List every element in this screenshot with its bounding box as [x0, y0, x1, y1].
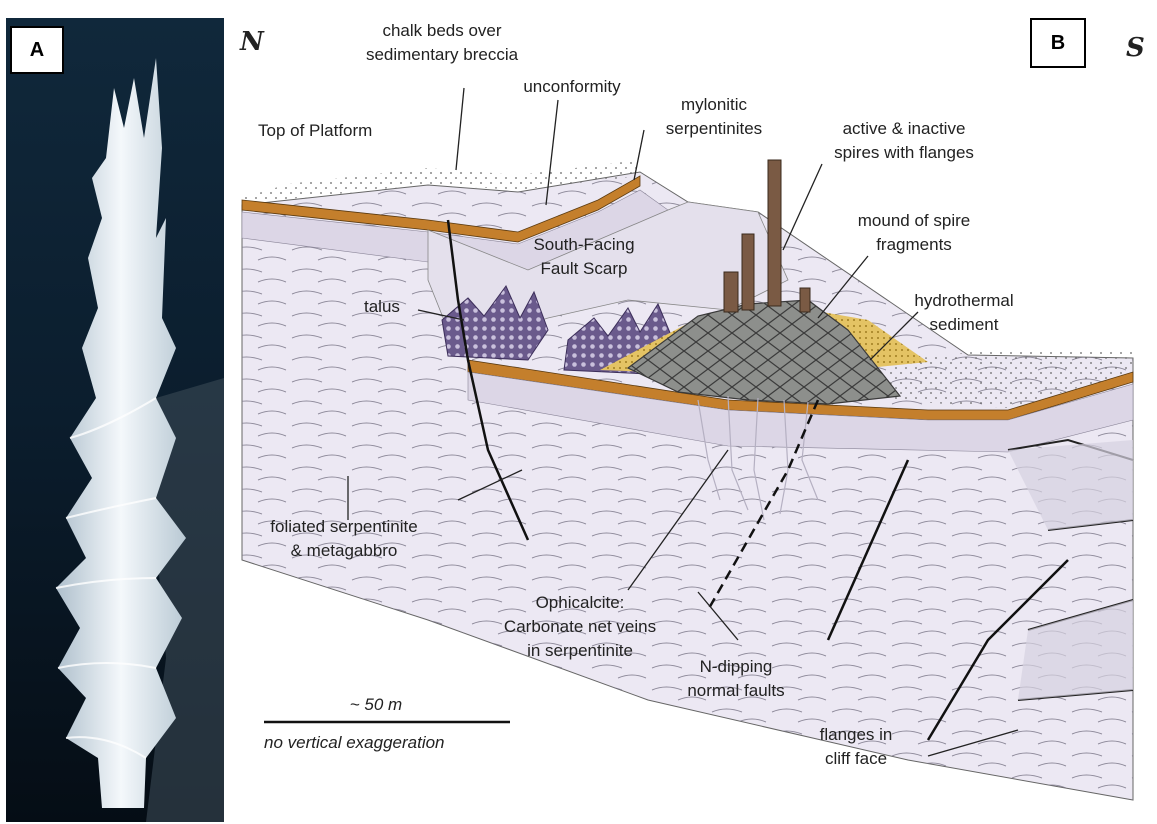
svg-text:foliated serpentinite: foliated serpentinite: [270, 517, 417, 536]
svg-text:& metagabbro: & metagabbro: [291, 541, 398, 560]
spire-3: [768, 160, 781, 306]
svg-text:Fault Scarp: Fault Scarp: [541, 259, 628, 278]
svg-text:sedimentary breccia: sedimentary breccia: [366, 45, 519, 64]
label-hydrothermal: hydrothermal sediment: [914, 291, 1013, 334]
label-mylonitic: mylonitic serpentinites: [666, 95, 762, 138]
svg-text:fragments: fragments: [876, 235, 952, 254]
svg-text:sediment: sediment: [930, 315, 999, 334]
svg-text:active & inactive: active & inactive: [843, 119, 966, 138]
spire-4: [800, 288, 810, 312]
panel-label-a: A: [10, 26, 64, 74]
spire-1: [724, 272, 738, 312]
svg-text:N-dipping: N-dipping: [700, 657, 773, 676]
label-talus: talus: [364, 297, 400, 316]
label-chalk: chalk beds over sedimentary breccia: [366, 21, 519, 64]
north-label: N: [239, 27, 265, 57]
label-spires: active & inactive spires with flanges: [834, 119, 974, 162]
label-top-of-platform: Top of Platform: [258, 121, 372, 140]
svg-text:Ophicalcite:: Ophicalcite:: [536, 593, 625, 612]
svg-text:spires with flanges: spires with flanges: [834, 143, 974, 162]
svg-text:flanges in: flanges in: [820, 725, 893, 744]
label-mound: mound of spire fragments: [858, 211, 970, 254]
svg-text:South-Facing: South-Facing: [533, 235, 634, 254]
svg-text:in serpentinite: in serpentinite: [527, 641, 633, 660]
spire-2: [742, 234, 754, 310]
label-unconformity: unconformity: [523, 77, 621, 96]
scale-note: no vertical exaggeration: [264, 733, 445, 752]
svg-text:chalk beds over: chalk beds over: [382, 21, 501, 40]
south-label: S: [1126, 33, 1145, 63]
svg-text:normal faults: normal faults: [687, 681, 784, 700]
svg-text:mound of spire: mound of spire: [858, 211, 970, 230]
scale-distance: ~ 50 m: [350, 695, 402, 714]
svg-text:mylonitic: mylonitic: [681, 95, 748, 114]
chimney-photo: [6, 18, 224, 822]
svg-text:Carbonate net veins: Carbonate net veins: [504, 617, 656, 636]
svg-text:cliff face: cliff face: [825, 749, 887, 768]
svg-text:hydrothermal: hydrothermal: [914, 291, 1013, 310]
cross-section-diagram: N S chalk beds over sedimentary breccia …: [228, 0, 1157, 824]
svg-text:serpentinites: serpentinites: [666, 119, 762, 138]
